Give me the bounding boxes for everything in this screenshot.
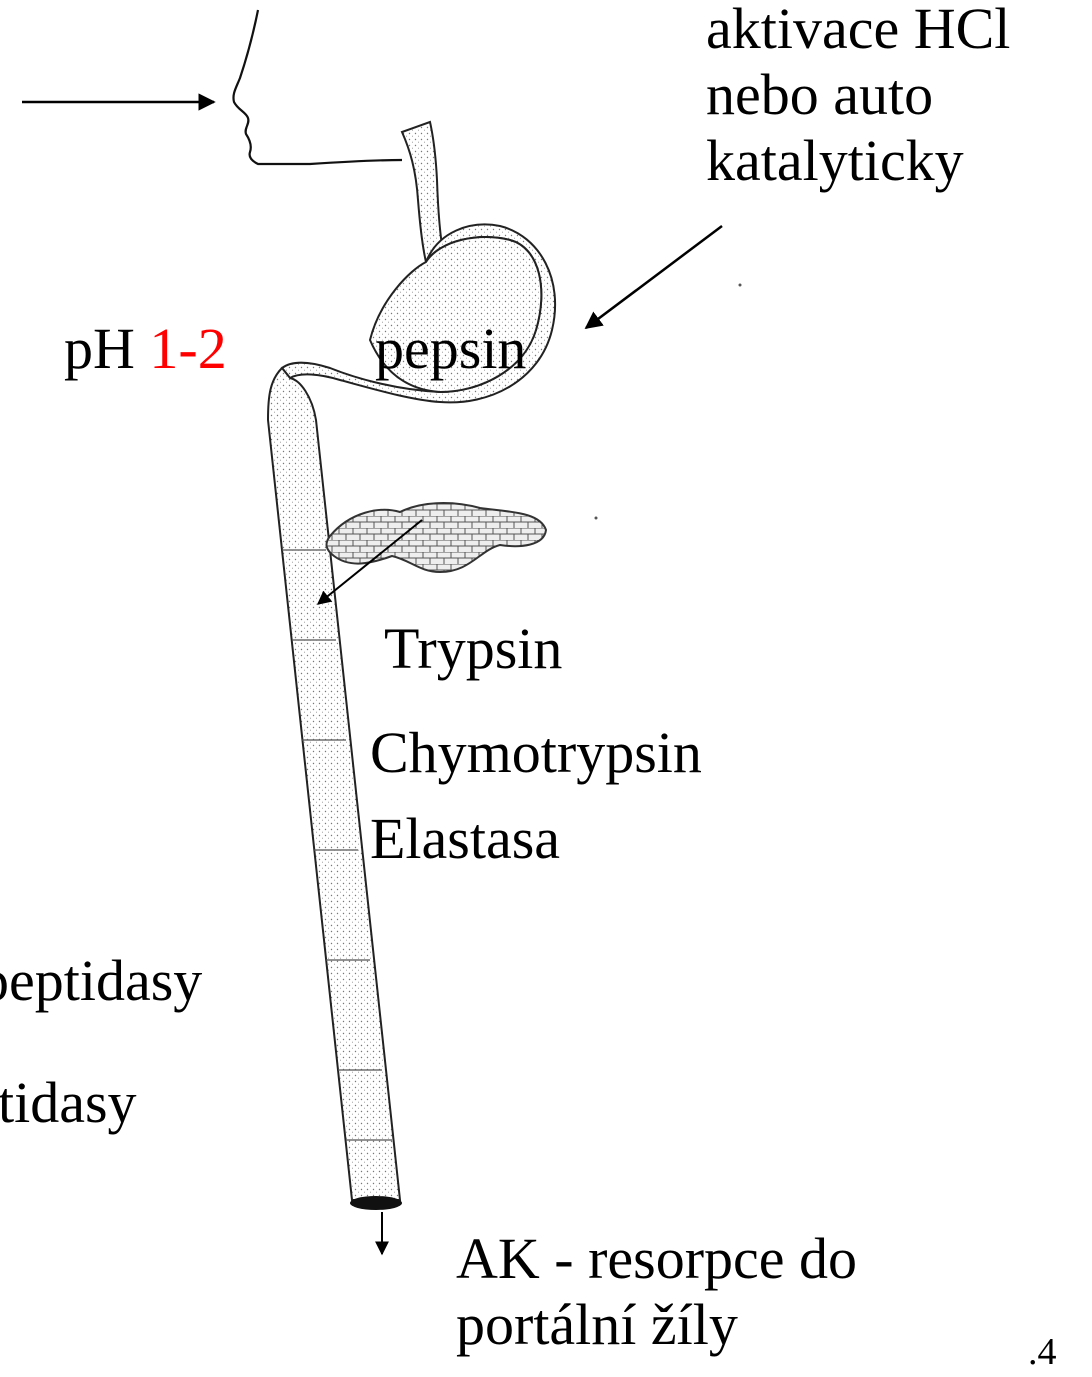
pancreas-shape	[327, 503, 546, 572]
peptidasy-text: peptidasy	[0, 948, 202, 1013]
result-label: AK - resorpce do portální žíly	[456, 1226, 857, 1358]
peptidasy-label: peptidasy	[0, 948, 202, 1014]
chymotrypsin-label: Chymotrypsin	[370, 720, 702, 786]
intestine-end	[350, 1196, 402, 1210]
speck	[595, 517, 598, 520]
ph-value: 1-2	[149, 316, 226, 381]
elastasa-text: Elastasa	[370, 806, 560, 871]
trypsin-text: Trypsin	[384, 616, 562, 681]
trypsin-label: Trypsin	[384, 616, 562, 682]
activation-line-2: nebo auto	[706, 62, 1010, 128]
chymotrypsin-text: Chymotrypsin	[370, 720, 702, 785]
esophagus-shape	[402, 122, 445, 262]
page-number: .4	[1028, 1330, 1057, 1374]
result-line-1: AK - resorpce do	[456, 1226, 857, 1292]
elastasa-label: Elastasa	[370, 806, 560, 872]
activation-line-1: aktivace HCl	[706, 0, 1010, 62]
tidasy-text: tidasy	[0, 1070, 137, 1135]
speck	[739, 284, 742, 287]
ph-label: pH 1-2	[64, 316, 227, 382]
tidasy-label: tidasy	[0, 1070, 137, 1136]
ph-prefix: pH	[64, 316, 135, 381]
head-profile-outline	[233, 10, 402, 164]
result-line-2: portální žíly	[456, 1292, 857, 1358]
pepsin-text: pepsin	[375, 316, 526, 381]
activation-line-3: katalyticky	[706, 128, 1010, 194]
pepsin-label: pepsin	[375, 316, 526, 382]
activation-arrow	[586, 226, 722, 328]
activation-label: aktivace HCl nebo auto katalyticky	[706, 0, 1010, 194]
